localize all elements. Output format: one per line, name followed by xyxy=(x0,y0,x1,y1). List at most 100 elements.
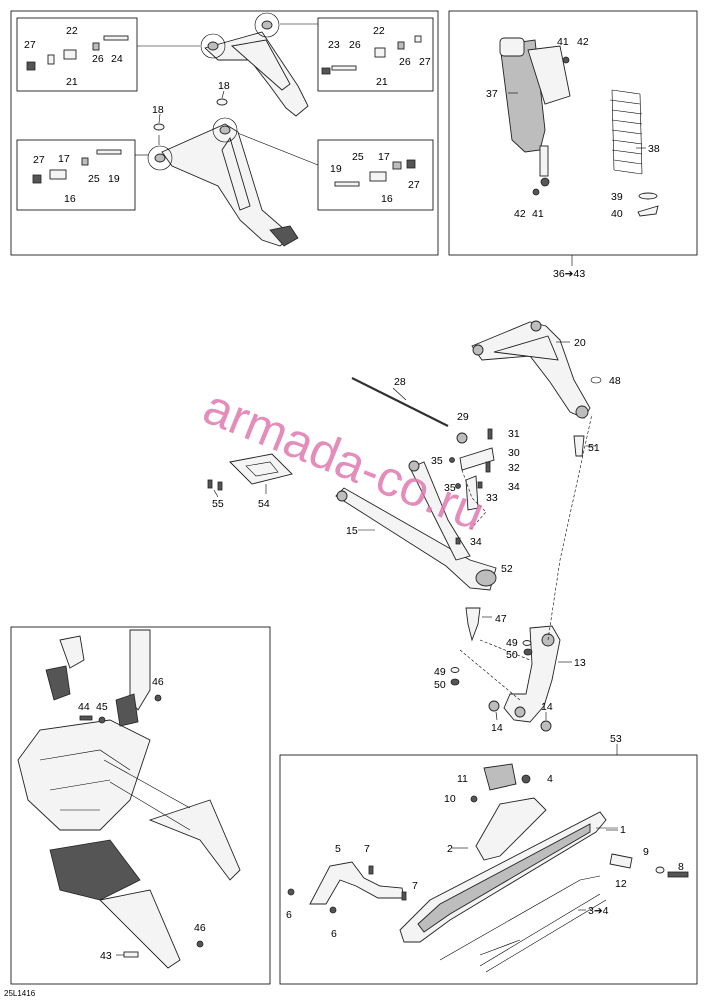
callout-33: 33 xyxy=(486,492,498,504)
ball-joint-part xyxy=(465,607,481,642)
callout-7: 7 xyxy=(364,843,370,855)
bolt-part xyxy=(477,481,483,489)
washer-part xyxy=(153,123,165,131)
callout-21: 21 xyxy=(376,76,388,88)
callout-35: 35 xyxy=(444,482,456,494)
bolt-part xyxy=(207,479,213,489)
callout-48: 48 xyxy=(609,375,621,387)
bolt-part xyxy=(487,428,493,440)
bracket-detail xyxy=(245,461,279,477)
bolt-part xyxy=(123,951,139,958)
spring-seat-part xyxy=(638,192,658,200)
nut-part xyxy=(523,648,533,656)
callout-36-43: 36➔43 xyxy=(553,268,585,280)
coil-spring-part xyxy=(609,89,643,175)
bolt-part xyxy=(368,865,374,875)
callout-42: 42 xyxy=(577,36,589,48)
callout-50: 50 xyxy=(434,679,446,691)
callout-16: 16 xyxy=(64,193,76,205)
callout-18: 18 xyxy=(152,104,164,116)
leader-line xyxy=(158,113,161,124)
callout-13: 13 xyxy=(574,657,586,669)
callout-50: 50 xyxy=(506,649,518,661)
callout-46: 46 xyxy=(194,922,206,934)
dashed-assembly-line xyxy=(479,639,531,661)
ski-handle-part xyxy=(483,763,517,791)
bracket-part xyxy=(229,453,293,485)
bushing-stack xyxy=(26,35,422,187)
callout-26: 26 xyxy=(92,53,104,65)
callout-14: 14 xyxy=(491,722,503,734)
callout-49: 49 xyxy=(506,637,518,649)
nut-part xyxy=(154,694,162,702)
callout-55: 55 xyxy=(212,498,224,510)
upper-a-arm-20 xyxy=(471,320,591,419)
panel-upper-a-arm xyxy=(10,10,439,256)
nut-part xyxy=(521,774,531,784)
panel-frame xyxy=(448,10,698,256)
callout-23: 23 xyxy=(328,39,340,51)
callout-29: 29 xyxy=(457,411,469,423)
ski-part xyxy=(399,811,618,961)
detail-box xyxy=(317,139,434,211)
callout-6: 6 xyxy=(286,909,292,921)
callout-22: 22 xyxy=(66,25,78,37)
callout-27: 27 xyxy=(33,154,45,166)
dashed-assembly-line xyxy=(547,413,593,641)
upper-a-arm-part xyxy=(200,12,309,117)
washer-part xyxy=(522,640,532,646)
link-rod-part xyxy=(465,475,479,511)
callout-17: 17 xyxy=(378,151,390,163)
callout-26: 26 xyxy=(399,56,411,68)
callout-18: 18 xyxy=(218,80,230,92)
bolt-part xyxy=(217,481,223,491)
panel-frame xyxy=(10,626,271,985)
bolt-part xyxy=(287,888,295,896)
callout-8: 8 xyxy=(678,861,684,873)
spacer-part xyxy=(609,853,633,869)
washer-part xyxy=(216,98,228,106)
callout-19: 19 xyxy=(330,163,342,175)
callout-10: 10 xyxy=(444,793,456,805)
bushing-part xyxy=(488,700,500,712)
callout-39: 39 xyxy=(611,191,623,203)
panel-ski xyxy=(279,744,698,985)
front-suspension-assembly xyxy=(207,320,602,732)
callout-7: 7 xyxy=(412,880,418,892)
dashed-assembly-line xyxy=(461,469,487,531)
callout-28: 28 xyxy=(394,376,406,388)
washer-part xyxy=(450,667,460,673)
bolt-part xyxy=(79,715,93,721)
panel-shock-absorber xyxy=(448,10,698,266)
callout-43: 43 xyxy=(100,950,112,962)
nut-part xyxy=(450,678,460,686)
callout-53: 53 xyxy=(610,733,622,745)
callout-20: 20 xyxy=(574,337,586,349)
ski-saddle-part xyxy=(475,797,547,861)
callout-51: 51 xyxy=(588,442,600,454)
spring-clip-part xyxy=(637,205,659,217)
callout-6: 6 xyxy=(331,928,337,940)
bolt-part xyxy=(329,906,337,914)
callout-17: 17 xyxy=(58,153,70,165)
callout-37: 37 xyxy=(486,88,498,100)
bolt-part xyxy=(667,871,689,878)
leader-line xyxy=(221,90,225,99)
callout-49: 49 xyxy=(434,666,446,678)
callout-41: 41 xyxy=(557,36,569,48)
callout-25: 25 xyxy=(352,151,364,163)
leader-line xyxy=(234,131,319,166)
callout-27: 27 xyxy=(24,39,36,51)
callout-44: 44 xyxy=(78,701,90,713)
panel-frame xyxy=(279,754,698,985)
callout-11: 11 xyxy=(457,773,468,785)
lower-a-arm-15 xyxy=(335,460,497,591)
callout-54: 54 xyxy=(258,498,270,510)
bolt-part xyxy=(455,537,461,545)
callout-27: 27 xyxy=(419,56,431,68)
callout-21: 21 xyxy=(66,76,78,88)
panel-frame-location xyxy=(10,626,271,985)
callout-16: 16 xyxy=(381,193,393,205)
callout-2: 2 xyxy=(447,843,453,855)
